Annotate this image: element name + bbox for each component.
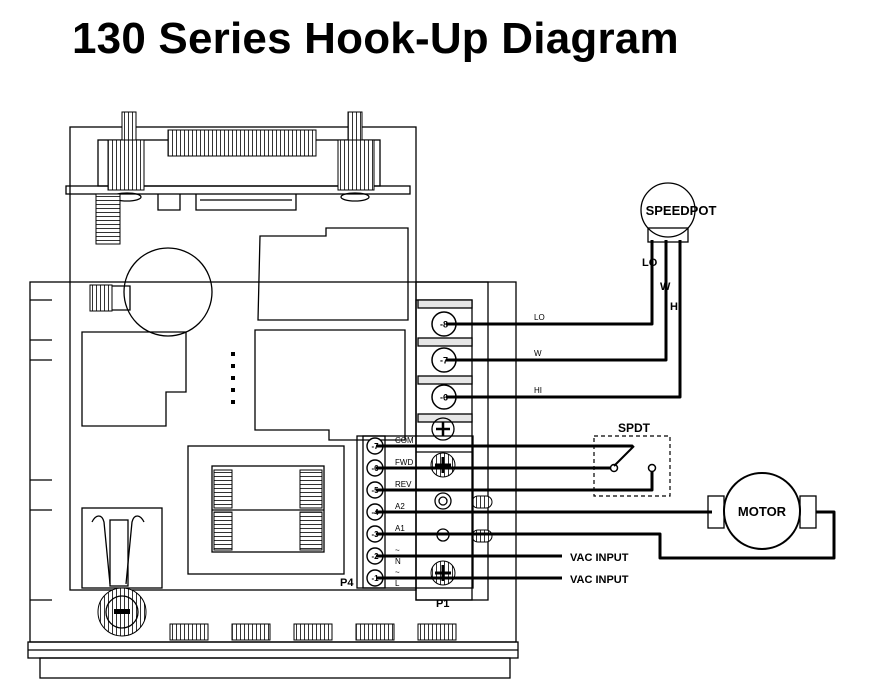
p4-terminal-label: A2 xyxy=(395,502,405,511)
p4-terminal-label: A1 xyxy=(395,524,405,533)
p4-terminal: -7 COM xyxy=(366,436,414,455)
page-title: 130 Series Hook-Up Diagram xyxy=(72,14,679,63)
p4-terminal-number: -6 xyxy=(371,464,379,473)
bottom-heatsink-fins xyxy=(169,623,457,641)
heatsink xyxy=(27,281,519,679)
spdt-label: SPDT xyxy=(618,421,651,435)
spdt-switch: SPDT xyxy=(593,421,671,497)
p1-wire-label-lo: LO xyxy=(534,313,545,322)
speedpot: SPEEDPOT xyxy=(640,182,717,243)
p4-terminal-number: -4 xyxy=(371,508,379,517)
p1-label: P1 xyxy=(436,598,449,610)
speedpot-wire-lo: LO xyxy=(642,257,658,269)
p1-terminals: -8 -7 -6 xyxy=(431,311,457,410)
vac-input-label-n: VAC INPUT xyxy=(570,552,629,564)
p4-terminal: -1 ~ L xyxy=(366,568,400,588)
motor-label: MOTOR xyxy=(738,504,787,519)
circuit-board xyxy=(65,111,417,637)
vac-input-label-l: VAC INPUT xyxy=(570,574,629,586)
p1-wire-label-w: W xyxy=(534,349,542,358)
p1-terminal-number: -6 xyxy=(440,393,448,403)
p4-terminal-ac-symbol: ~ xyxy=(395,546,400,555)
p4-terminal-ac-symbol: ~ xyxy=(395,568,400,577)
p4-terminal-number: -3 xyxy=(371,530,379,539)
p4-terminal-number: -5 xyxy=(371,486,379,495)
p4-label: P4 xyxy=(340,577,354,589)
p4-terminal-label: L xyxy=(395,579,400,588)
p4-terminal-label: N xyxy=(395,557,401,566)
p1-wire-label-hi: HI xyxy=(534,386,542,395)
speedpot-label: SPEEDPOT xyxy=(646,203,717,218)
p4-terminal-number: -7 xyxy=(371,442,379,451)
p1-screw-l xyxy=(430,560,456,586)
wiring xyxy=(376,240,836,580)
p4-terminal-label: FWD xyxy=(395,458,413,467)
speedpot-wire-hi: HI xyxy=(670,301,681,313)
p1-terminal: -8 xyxy=(431,311,457,337)
p1-terminal-number: -7 xyxy=(440,356,448,366)
p4-terminals: -7 COM -6 FWD -5 REV -4 A2 -3 A1 -2 ~ N -1 ~ L xyxy=(366,436,414,588)
motor: MOTOR xyxy=(707,472,817,550)
p4-terminal-number: -2 xyxy=(371,552,379,561)
p1-terminal-block xyxy=(415,281,493,601)
p1-screw-fwd xyxy=(430,452,456,478)
p4-terminal-number: -1 xyxy=(371,574,379,583)
p1-terminal-number: -8 xyxy=(440,320,448,330)
p4-terminal-label: REV xyxy=(395,480,412,489)
p4-terminal-label: COM xyxy=(395,436,414,445)
p1-terminal: -7 xyxy=(431,347,457,373)
